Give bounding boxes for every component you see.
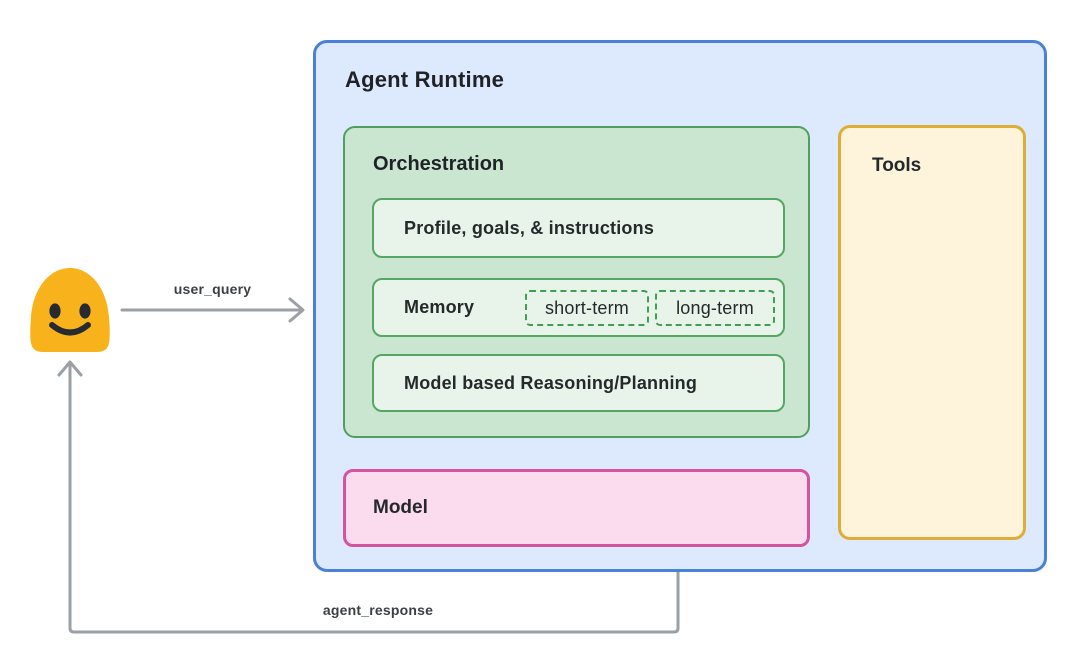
user-query-arrowhead <box>288 297 305 323</box>
user-smile <box>49 322 91 336</box>
user-query-label: user_query <box>173 281 252 297</box>
orchestration-item-profile: Profile, goals, & instructions <box>372 198 785 258</box>
agent-runtime-box: Agent Runtime Orchestration Profile, goa… <box>313 40 1047 572</box>
memory-chip-label: short-term <box>544 297 629 318</box>
user-smiley-icon <box>30 268 110 352</box>
orchestration-item-label: Model based Reasoning/Planning <box>404 372 698 393</box>
user-left-eye <box>49 303 61 319</box>
orchestration-item-label: Memory <box>404 297 475 317</box>
user-blob-body <box>30 268 110 352</box>
orchestration-item-label: Profile, goals, & instructions <box>404 217 655 238</box>
model-title: Model <box>373 497 428 518</box>
memory-chip-long-term: long-term <box>655 290 775 326</box>
tools-box: Tools <box>838 125 1026 540</box>
memory-chip-short-term: short-term <box>525 290 649 326</box>
orchestration-item-reasoning: Model based Reasoning/Planning <box>372 354 785 412</box>
user-right-eye <box>79 303 91 319</box>
agent-response-arrowhead <box>57 360 83 377</box>
orchestration-box: Orchestration Profile, goals, & instruct… <box>343 126 810 438</box>
orchestration-title: Orchestration <box>373 153 505 175</box>
agent-response-label: agent_response <box>322 602 434 618</box>
memory-chip-label: long-term <box>676 297 754 318</box>
tools-title: Tools <box>872 155 922 176</box>
model-box: Model <box>343 469 810 547</box>
agent-response-line <box>68 362 680 634</box>
agent-runtime-title: Agent Runtime <box>345 67 505 92</box>
orchestration-item-memory: Memory short-term long-term <box>372 278 785 337</box>
